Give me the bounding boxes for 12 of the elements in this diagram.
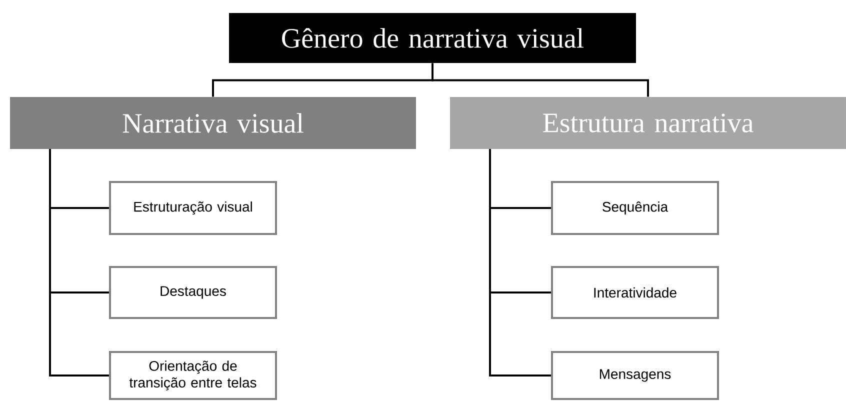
connector-line	[489, 149, 551, 376]
topic-box: Sequência	[551, 181, 719, 235]
category-bar: Estrutura narrativa	[450, 97, 846, 149]
connector-line	[49, 149, 109, 376]
title-box: Gênero de narrativa visual	[229, 13, 636, 63]
category-bar: Narrativa visual	[10, 97, 416, 149]
connector-line	[432, 63, 649, 97]
topic-box: Interatividade	[551, 266, 719, 319]
topic-box: Orientação de transição entre telas	[109, 351, 277, 400]
topic-box: Mensagens	[551, 351, 719, 400]
topic-box: Destaques	[109, 266, 277, 319]
topic-box: Estruturação visual	[109, 181, 277, 235]
